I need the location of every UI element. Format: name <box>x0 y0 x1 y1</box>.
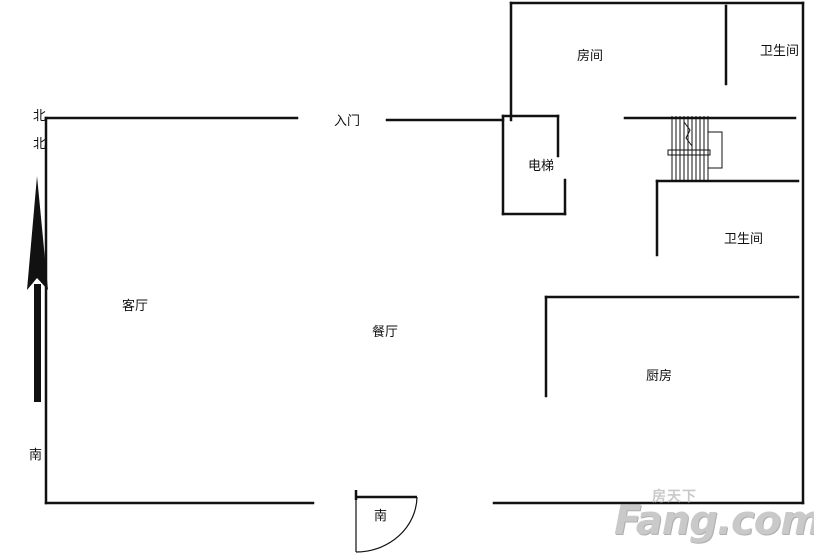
watermark-brand-cn: 房天下 <box>652 489 697 505</box>
room-label-kitchen: 厨房 <box>646 369 673 384</box>
room-label-dining-room: 餐厅 <box>372 325 399 340</box>
room-label-elevator: 电梯 <box>528 159 555 174</box>
room-label-bathroom-mid: 卫生间 <box>724 232 764 247</box>
room-label-entrance: 入门 <box>334 114 361 129</box>
watermark-brand-en: Fang.com <box>614 498 814 544</box>
compass-north-label: 北 <box>33 109 47 124</box>
room-label-bathroom-top: 卫生间 <box>760 44 800 59</box>
room-label-living-room: 客厅 <box>122 299 149 314</box>
watermark-logo: 房天下 Fang.com <box>612 486 814 548</box>
staircase <box>667 116 723 182</box>
compass-north-label-2: 北 <box>33 137 47 152</box>
room-label-bedroom: 房间 <box>577 49 604 64</box>
north-arrow-icon <box>27 176 48 402</box>
compass-south-label: 南 <box>29 448 43 463</box>
south-door <box>354 490 418 553</box>
room-label-south-door: 南 <box>374 509 388 524</box>
